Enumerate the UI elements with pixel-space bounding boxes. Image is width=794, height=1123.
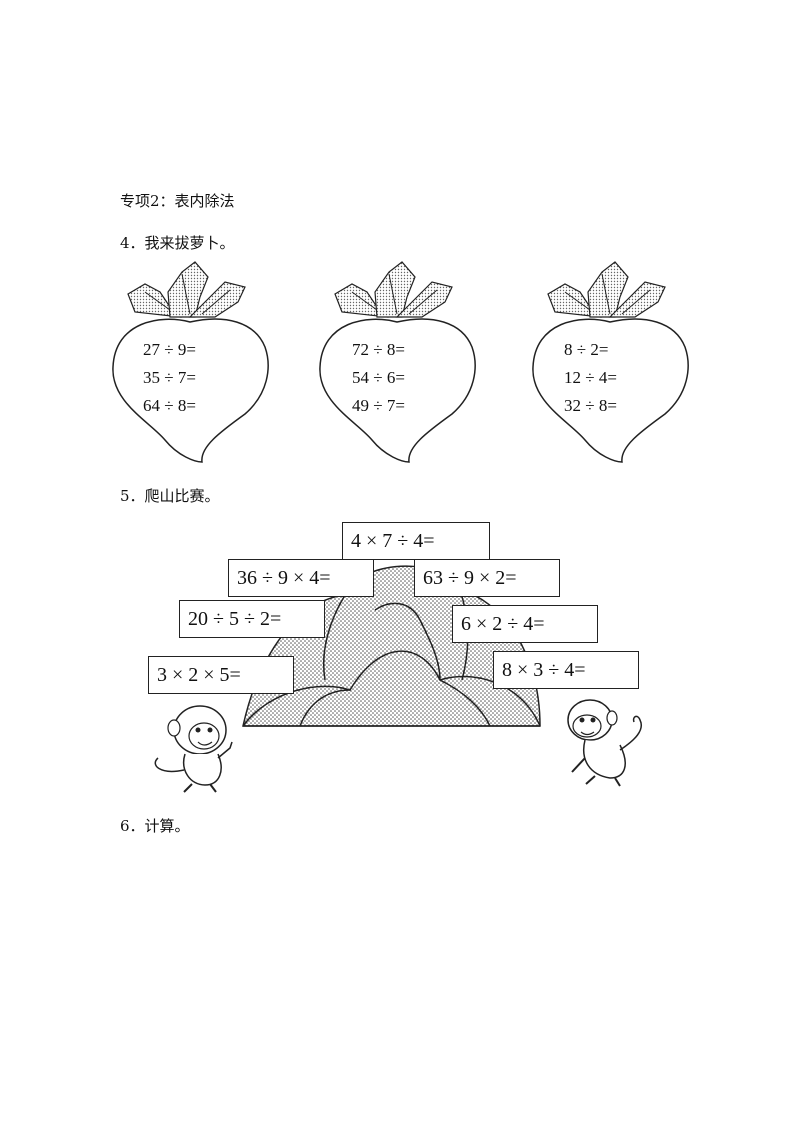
radish-2-line-3: 49 ÷ 7= xyxy=(352,396,405,415)
equation-box-3: 63 ÷ 9 × 2= xyxy=(414,559,560,597)
radish-3-line-3: 32 ÷ 8= xyxy=(564,396,617,415)
equation-box-5: 6 × 2 ÷ 4= xyxy=(452,605,598,643)
question-6-label: 6．计算。 xyxy=(120,817,190,835)
monkey-right-icon xyxy=(567,699,642,787)
equation-box-7: 8 × 3 ÷ 4= xyxy=(493,651,639,689)
radish-3 xyxy=(532,261,689,463)
monkey-left-icon xyxy=(154,705,233,793)
radish-2-line-2: 54 ÷ 6= xyxy=(352,368,405,387)
equation-box-1: 4 × 7 ÷ 4= xyxy=(342,522,490,560)
radish-3-line-2: 12 ÷ 4= xyxy=(564,368,617,387)
equation-box-4: 20 ÷ 5 ÷ 2= xyxy=(179,600,325,638)
radish-2-line-1: 72 ÷ 8= xyxy=(352,340,405,359)
radish-1 xyxy=(112,261,269,463)
equation-box-2: 36 ÷ 9 × 4= xyxy=(228,559,374,597)
question-4-label: 4．我来拔萝卜。 xyxy=(120,234,235,252)
radish-3-line-1: 8 ÷ 2= xyxy=(564,340,609,359)
question-5-label: 5．爬山比赛。 xyxy=(120,487,220,505)
radish-1-line-1: 27 ÷ 9= xyxy=(143,340,196,359)
radish-2 xyxy=(319,261,476,463)
section-title: 专项2：表内除法 xyxy=(120,192,235,210)
equation-box-6: 3 × 2 × 5= xyxy=(148,656,294,694)
radish-1-line-3: 64 ÷ 8= xyxy=(143,396,196,415)
radish-1-line-2: 35 ÷ 7= xyxy=(143,368,196,387)
